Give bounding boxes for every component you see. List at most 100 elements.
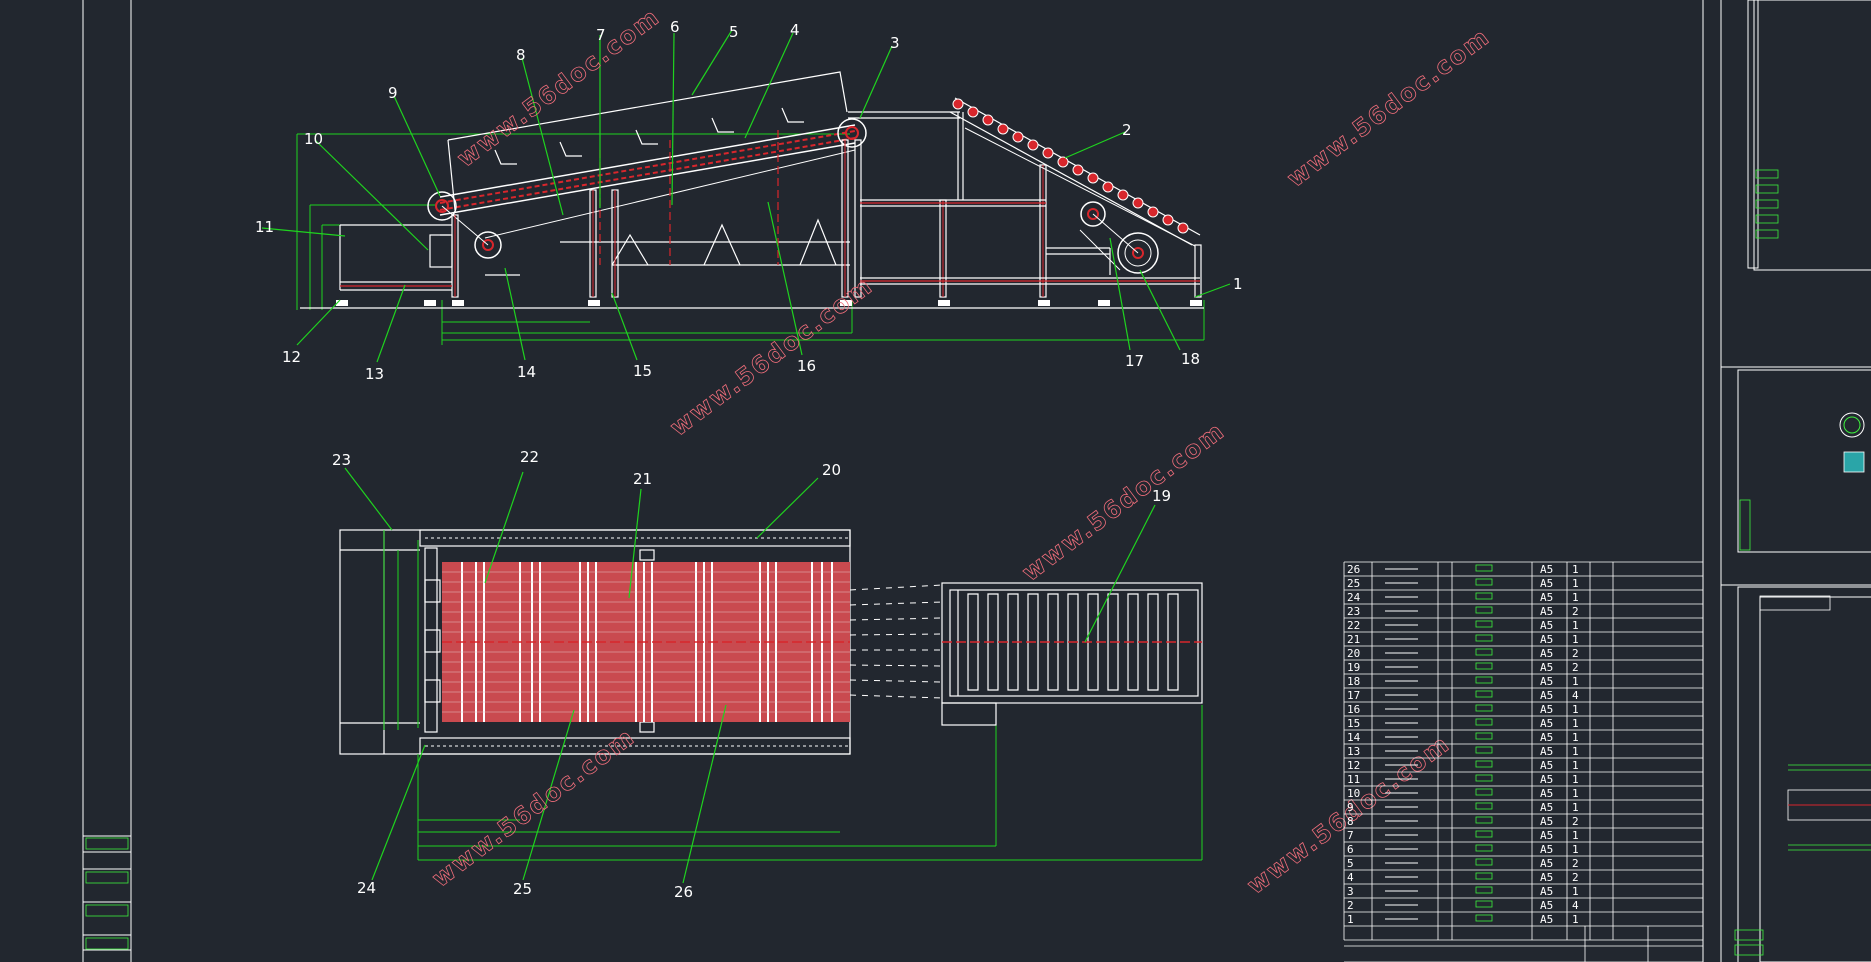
mesh-rods: [442, 571, 850, 713]
hopper-centerlines: [599, 130, 779, 265]
watermark-3: www.56doc.com: [665, 271, 879, 442]
watermark-2: www.56doc.com: [1282, 22, 1496, 193]
part-number-cell: 16: [1347, 703, 1360, 716]
part-number-cell: 4: [1347, 871, 1354, 884]
callout-24: 24: [357, 879, 376, 897]
left-strip-labels: [85, 837, 129, 950]
callout-22: 22: [520, 448, 539, 466]
part-number-cell: 12: [1347, 759, 1360, 772]
part-number-cell: 10: [1347, 787, 1360, 800]
part-name-glyph: [1475, 872, 1493, 880]
part-name-glyph: [1475, 704, 1493, 712]
part-material-cell: A5: [1540, 745, 1553, 758]
part-number-cell: 5: [1347, 857, 1354, 870]
part-number-cell: 23: [1347, 605, 1360, 618]
part-qty-cell: 2: [1572, 815, 1579, 828]
part-material-cell: A5: [1540, 731, 1553, 744]
part-qty-cell: 2: [1572, 857, 1579, 870]
part-qty-cell: 1: [1572, 577, 1579, 590]
plan-view: [339, 467, 1203, 884]
callout-11: 11: [255, 218, 274, 236]
part-name-glyph: [1475, 634, 1493, 642]
part-material-cell: A5: [1540, 563, 1553, 576]
part-name-glyph: [1475, 620, 1493, 628]
part-name-glyph: [1475, 816, 1493, 824]
part-number-cell: 11: [1347, 773, 1360, 786]
part-qty-cell: 4: [1572, 689, 1579, 702]
watermark-1: www.56doc.com: [452, 2, 666, 173]
chain-strand: [425, 537, 850, 747]
part-material-cell: A5: [1540, 591, 1553, 604]
watermark-4: www.56doc.com: [1017, 416, 1231, 587]
frame-centerlines: [340, 202, 1200, 287]
callout-23: 23: [332, 451, 351, 469]
part-name-glyph: [1475, 802, 1493, 810]
part-qty-cell: 1: [1572, 563, 1579, 576]
part-material-cell: A5: [1540, 871, 1553, 884]
part-name-glyph: [1475, 718, 1493, 726]
elevator-plan: [941, 582, 1203, 726]
frame-members: [300, 111, 1204, 309]
leg-centerlines: [454, 140, 1044, 297]
part-material-cell: A5: [1540, 703, 1553, 716]
elevation-leaders: [261, 29, 1231, 363]
part-material-cell: A5: [1540, 913, 1553, 926]
part-name-glyph: [1475, 900, 1493, 908]
part-number-cell: 24: [1347, 591, 1361, 604]
callout-10: 10: [304, 130, 323, 148]
transition-chute: [849, 584, 943, 699]
part-qty-cell: 1: [1572, 773, 1579, 786]
callout-21: 21: [633, 470, 652, 488]
part-number-cell: 15: [1347, 717, 1360, 730]
part-name-glyph: [1475, 886, 1493, 894]
plan-frame-dims: [383, 530, 1203, 861]
part-name-glyph: [1475, 858, 1493, 866]
part-material-cell: A5: [1540, 717, 1553, 730]
callout-25: 25: [513, 880, 532, 898]
part-number-cell: 25: [1347, 577, 1360, 590]
left-margin-strip: [82, 0, 132, 962]
callout-5: 5: [729, 23, 739, 41]
part-number-cell: 14: [1347, 731, 1361, 744]
part-material-cell: A5: [1540, 647, 1553, 660]
part-name-glyph: [1475, 676, 1493, 684]
part-material-cell: A5: [1540, 829, 1553, 842]
callout-17: 17: [1125, 352, 1144, 370]
part-material-cell: A5: [1540, 675, 1553, 688]
part-name-glyph: [1475, 844, 1493, 852]
part-name-glyph: [1475, 760, 1493, 768]
part-qty-cell: 1: [1572, 675, 1579, 688]
part-number-cell: 9: [1347, 801, 1354, 814]
part-material-cell: A5: [1540, 843, 1553, 856]
part-material-cell: A5: [1540, 801, 1553, 814]
callout-8: 8: [516, 46, 526, 64]
watermark-5: www.56doc.com: [427, 722, 641, 893]
part-name-glyph: [1475, 564, 1493, 572]
part-name-glyph: [1475, 662, 1493, 670]
part-qty-cell: 1: [1572, 843, 1579, 856]
part-qty-cell: 1: [1572, 885, 1579, 898]
part-name-glyph: [1475, 592, 1493, 600]
part-number-cell: 17: [1347, 689, 1360, 702]
part-number-cell: 22: [1347, 619, 1360, 632]
part-name-glyph: [1475, 830, 1493, 838]
part-material-cell: A5: [1540, 787, 1553, 800]
part-name-glyph: [1475, 774, 1493, 782]
part-name-glyph: [1475, 746, 1493, 754]
